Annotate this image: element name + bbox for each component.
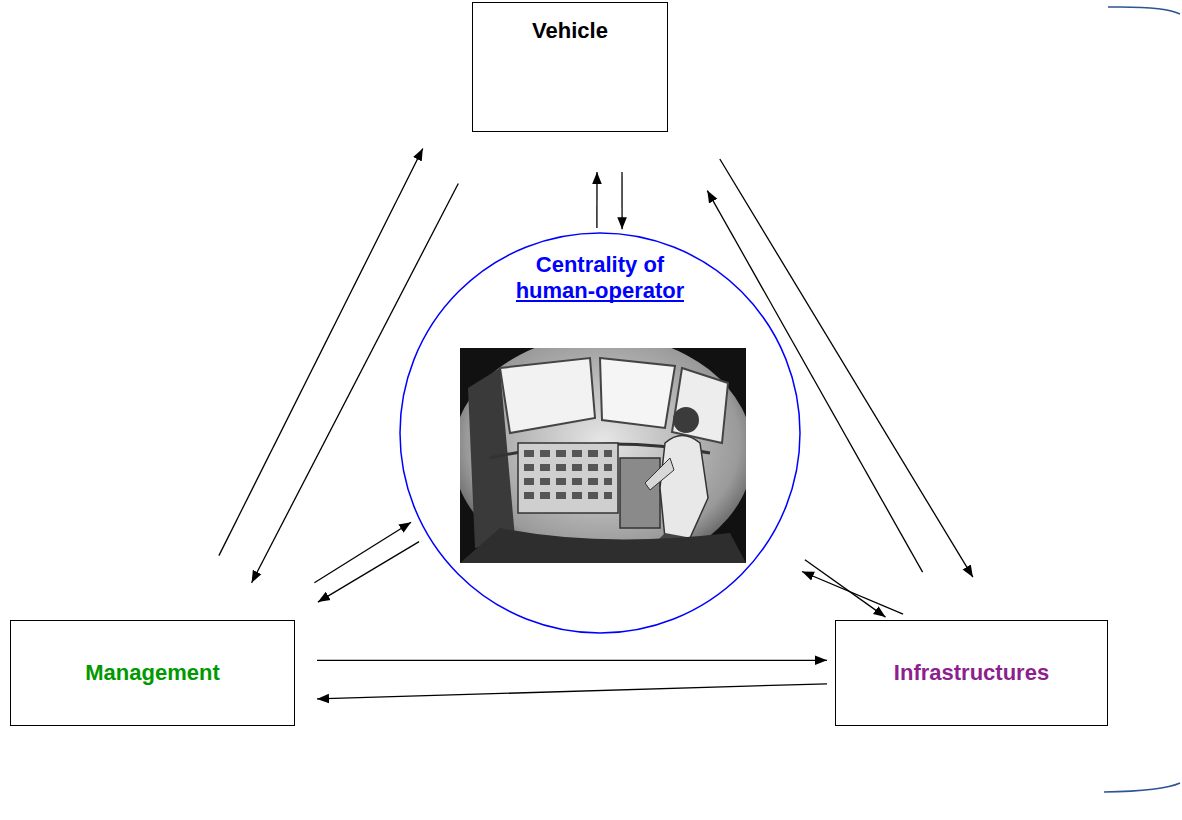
corner-curve	[1108, 7, 1180, 14]
operator-head	[673, 407, 699, 433]
node-label: Infrastructures	[894, 660, 1049, 686]
vehicle-box: Vehicle	[472, 2, 668, 132]
circle-outline	[400, 233, 800, 633]
arrow-connector	[318, 542, 419, 603]
arrow-connector	[720, 159, 973, 577]
cab-window	[600, 358, 675, 428]
infrastructure-box: Infrastructures	[835, 620, 1108, 726]
arrow-connector	[596, 172, 597, 228]
corner-curve	[1104, 783, 1180, 792]
node-label: Vehicle	[532, 18, 608, 44]
arrow-connector	[317, 660, 827, 661]
operator-circle: Centrality of human-operator	[399, 232, 801, 634]
cab-floor	[460, 528, 746, 563]
cab-window	[672, 368, 728, 443]
node-label: Management	[85, 660, 219, 686]
arrow-connector	[317, 684, 827, 699]
arrow-connector	[314, 522, 411, 583]
control-panel	[518, 443, 618, 513]
cab-window	[500, 358, 595, 433]
arrow-connector	[805, 560, 886, 617]
text-underline	[516, 300, 685, 302]
arrow-connector	[621, 172, 622, 229]
operator-body	[660, 436, 708, 539]
console	[620, 458, 660, 528]
arrow-connector	[252, 184, 459, 583]
panel-controls	[524, 450, 612, 499]
cab-photo	[460, 348, 746, 563]
arrow-connector	[219, 149, 423, 556]
photo-view	[460, 348, 746, 563]
management-box: Management	[10, 620, 295, 726]
operator-arm	[645, 458, 674, 490]
node-label: Centrality of human-operator	[505, 252, 695, 304]
